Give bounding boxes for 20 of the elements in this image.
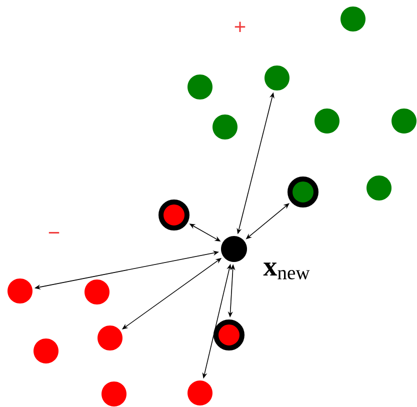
class-sign: + xyxy=(234,22,246,32)
data-dot xyxy=(188,74,212,100)
data-dot xyxy=(102,382,126,406)
data-dot xyxy=(212,114,238,140)
data-dot xyxy=(314,108,340,134)
point-label: x$_{new}$ xyxy=(263,262,310,280)
data-dot xyxy=(8,278,32,304)
data-dot xyxy=(98,326,122,350)
data-dot xyxy=(84,280,110,304)
query-dot xyxy=(221,236,247,262)
ringed-dot xyxy=(288,176,318,208)
data-dot xyxy=(264,66,290,90)
data-dot xyxy=(188,380,212,406)
ringed-dot xyxy=(158,200,190,230)
data-dot xyxy=(392,108,416,134)
data-dot xyxy=(366,176,392,200)
ringed-dot xyxy=(214,320,244,350)
data-dot xyxy=(340,6,366,32)
data-dot xyxy=(34,338,58,364)
class-sign: − xyxy=(48,232,60,234)
